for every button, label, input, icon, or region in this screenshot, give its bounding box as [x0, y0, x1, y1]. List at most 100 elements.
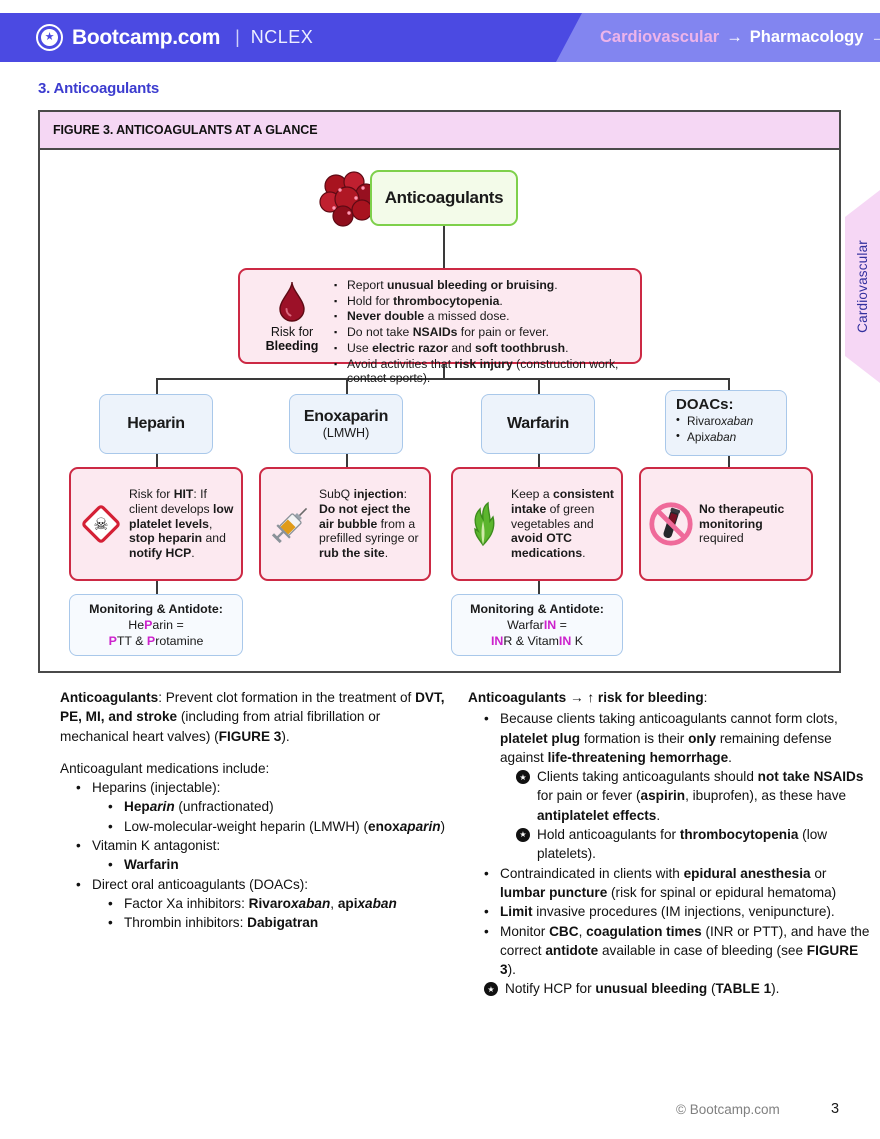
- breadcrumb-arrow-icon: →: [870, 28, 880, 46]
- list-item: ▪Hold for thrombocytopenia.: [334, 293, 503, 308]
- right-column-heading: Anticoagulants → ↑ risk for bleeding:: [468, 690, 708, 705]
- monitoring-line: PTT & Protamine: [108, 634, 204, 649]
- dot-bullet-icon: •: [484, 904, 489, 920]
- bullet-icon: ▪: [334, 327, 338, 338]
- bullet-icon: ▪: [334, 342, 338, 353]
- connector-line: [156, 454, 158, 468]
- brand-product: NCLEX: [250, 27, 314, 47]
- footer-copyright: © Bootcamp.com: [676, 1102, 780, 1117]
- figure-title: FIGURE 3. ANTICOAGULANTS AT A GLANCE: [40, 112, 839, 150]
- brand-divider: |: [235, 27, 240, 47]
- monitoring-title: Monitoring & Antidote:: [89, 601, 223, 616]
- dot-bullet-icon: •: [484, 923, 489, 939]
- detail-text: SubQ injection: Do not eject the air bub…: [319, 486, 419, 561]
- list-item: ▪Do not take NSAIDs for pain or fever.: [334, 325, 549, 340]
- connector-line: [156, 378, 158, 395]
- enoxaparin-node: Enoxaparin (LMWH): [289, 394, 403, 454]
- side-tab-label: Cardiovascular: [855, 240, 870, 333]
- dot-bullet-icon: •: [108, 915, 113, 931]
- left-column: Anticoagulants: Prevent clot formation i…: [60, 688, 452, 933]
- list-item: ▪Report unusual bleeding or bruising.: [334, 278, 558, 292]
- breadcrumb-topic[interactable]: Pharmacology: [749, 28, 864, 46]
- list-item: •Apixaban: [676, 429, 737, 444]
- warfarin-detail-box: Keep a consistent intake of green vegeta…: [451, 467, 623, 581]
- bullet-icon: ▪: [334, 295, 338, 306]
- monitoring-title: Monitoring & Antidote:: [470, 601, 604, 616]
- monitoring-line: HeParin =: [128, 617, 184, 632]
- heparin-detail-box: ☠ Risk for HIT: If client develops low p…: [69, 467, 243, 581]
- dot-bullet-icon: •: [484, 865, 489, 881]
- bullet-icon: •: [676, 429, 680, 442]
- dot-bullet-icon: •: [76, 838, 81, 854]
- bootcamp-logo-icon: ★: [36, 24, 63, 51]
- skull-hazard-icon: ☠: [77, 501, 125, 547]
- page-number: 3: [831, 1101, 840, 1117]
- connector-line: [156, 581, 158, 595]
- list-item: •Thrombin inhibitors: Dabigatran: [60, 913, 452, 932]
- connector-line: [346, 454, 348, 468]
- lettuce-icon: [459, 501, 507, 547]
- list-item: ★Hold anticoagulants for thrombocytopeni…: [468, 825, 870, 864]
- side-tab-cardiovascular[interactable]: Cardiovascular: [845, 190, 880, 383]
- drug-name: Enoxaparin: [303, 408, 389, 425]
- list-item: •Heparin (unfractionated): [60, 797, 452, 816]
- connector-line: [443, 226, 445, 268]
- heparin-node: Heparin: [99, 394, 213, 454]
- dot-bullet-icon: •: [108, 818, 113, 834]
- figure-3-panel: FIGURE 3. ANTICOAGULANTS AT A GLANCE: [38, 110, 841, 673]
- list-item: •Contraindicated in clients with epidura…: [468, 864, 870, 903]
- star-bullet-icon: ★: [516, 770, 530, 785]
- list-item: •Low-molecular-weight heparin (LMWH) (en…: [60, 817, 452, 836]
- drug-name: Heparin: [127, 415, 185, 432]
- svg-text:☠: ☠: [93, 515, 108, 534]
- connector-line: [728, 378, 730, 392]
- bullet-icon: •: [676, 414, 680, 426]
- intro-paragraph: Anticoagulants: Prevent clot formation i…: [60, 690, 445, 744]
- list-intro: Anticoagulant medications include:: [60, 760, 270, 776]
- risk-label-line1: Risk for: [270, 325, 314, 339]
- list-item: •Factor Xa inhibitors: Rivaroxaban, apix…: [60, 894, 452, 913]
- list-item: •Warfarin: [60, 855, 452, 874]
- dot-bullet-icon: •: [108, 799, 113, 815]
- list-item: •Because clients taking anticoagulants c…: [468, 709, 870, 767]
- star-bullet-icon: ★: [516, 828, 530, 843]
- dot-bullet-icon: •: [484, 711, 489, 727]
- bleeding-risk-list: •Because clients taking anticoagulants c…: [468, 709, 870, 998]
- detail-text: Risk for HIT: If client develops low pla…: [129, 486, 234, 561]
- blood-clot-icon: [319, 171, 377, 227]
- breadcrumb[interactable]: Cardiovascular → Pharmacology → Anticoag…: [600, 13, 880, 62]
- right-column: Anticoagulants → ↑ risk for bleeding: •B…: [468, 688, 870, 999]
- detail-text: No therapeutic monitoring required: [699, 501, 785, 546]
- doacs-node: DOACs: •Rivaroxaban•Apixaban: [665, 390, 787, 456]
- breadcrumb-arrow-icon: →: [726, 28, 743, 46]
- risk-bullet-list: ▪Report unusual bleeding or bruising.▪Ho…: [334, 277, 632, 385]
- dot-bullet-icon: •: [108, 895, 113, 911]
- bullet-icon: ▪: [334, 311, 338, 322]
- connector-line: [156, 378, 728, 380]
- connector-line: [346, 378, 348, 395]
- warfarin-monitoring-box: Monitoring & Antidote: WarfarIN = INR & …: [451, 594, 623, 656]
- detail-text: Keep a consistent intake of green vegeta…: [511, 486, 614, 561]
- list-item: •Rivaroxaban: [676, 414, 754, 428]
- list-item: ★Clients taking anticoagulants should no…: [468, 767, 870, 825]
- anticoagulants-node: Anticoagulants: [370, 170, 518, 226]
- enoxaparin-detail-box: SubQ injection: Do not eject the air bub…: [259, 467, 431, 581]
- list-item: ★Notify HCP for unusual bleeding (TABLE …: [468, 979, 870, 998]
- no-blood-test-icon: [647, 499, 695, 549]
- list-item: •Limit invasive procedures (IM injection…: [468, 902, 870, 921]
- breadcrumb-section[interactable]: Cardiovascular: [600, 28, 720, 46]
- figure-flowchart: Anticoagulants Risk for Bleeding ▪Report…: [40, 150, 839, 671]
- blood-drop-icon: [279, 281, 305, 322]
- dot-bullet-icon: •: [76, 780, 81, 796]
- connector-line: [538, 454, 540, 468]
- heparin-monitoring-box: Monitoring & Antidote: HeParin = PTT & P…: [69, 594, 243, 656]
- connector-line: [538, 581, 540, 595]
- drug-name: DOACs:: [676, 396, 734, 413]
- connector-line: [443, 364, 445, 379]
- bullet-icon: ▪: [334, 280, 338, 290]
- list-item: ▪Avoid activities that risk injury (cons…: [334, 356, 619, 386]
- connector-line: [728, 456, 730, 468]
- brand-area[interactable]: ★ Bootcamp.com | NCLEX: [0, 13, 582, 62]
- monitoring-line: WarfarIN =: [507, 617, 567, 632]
- list-item: •Direct oral anticoagulants (DOACs):: [60, 875, 452, 894]
